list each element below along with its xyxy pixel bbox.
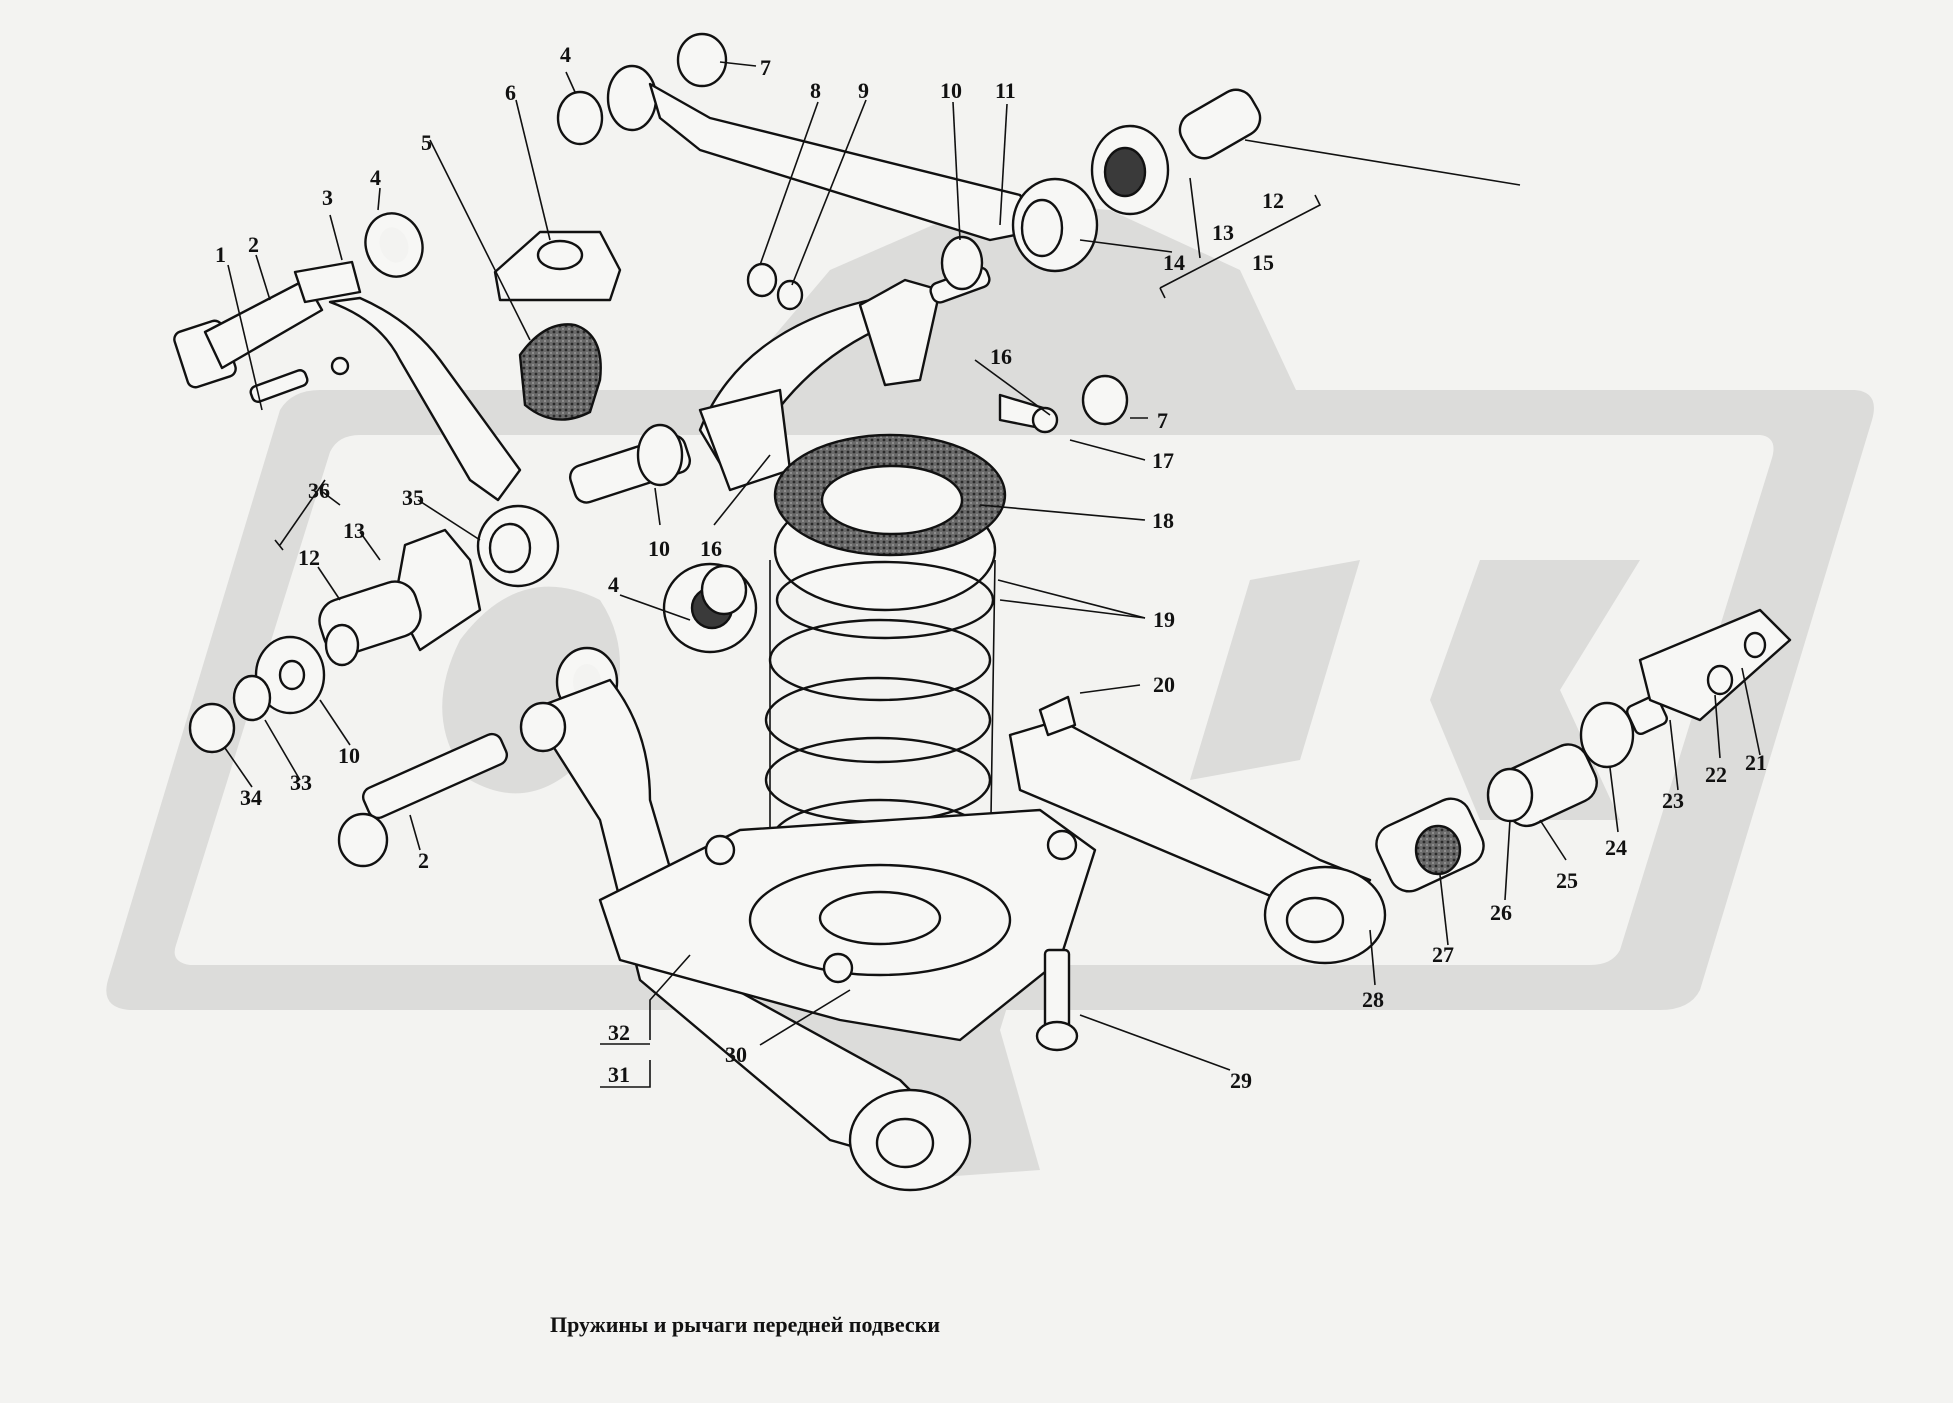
upper-control-arm [568,235,1129,504]
callout-10: 10 [338,743,360,768]
lower-spring-plate [598,808,1097,1042]
callout-33: 33 [290,770,312,795]
callout-13: 13 [1212,220,1234,245]
callout-2: 2 [418,848,429,873]
callout-24: 24 [1605,835,1627,860]
upper-arm-front-assembly [173,260,560,588]
upper-arm-rear-assembly [556,32,1262,311]
callout-36: 36 [308,478,330,503]
callout-35: 35 [402,485,424,510]
callout-14: 14 [1163,250,1185,275]
callout-18: 18 [1152,508,1174,533]
figure-caption: Пружины и рычаги передней подвески [549,1312,940,1337]
callout-28: 28 [1362,987,1384,1012]
lower-arm-front [519,562,972,1192]
callout-19: 19 [1153,607,1175,632]
callout-3: 3 [322,185,333,210]
callout-15: 15 [1252,250,1274,275]
callout-29: 29 [1230,1068,1252,1093]
bump-stop [518,323,602,421]
callout-10: 10 [940,78,962,103]
callout-20: 20 [1153,672,1175,697]
callout-31: 31 [608,1062,630,1087]
callout-1: 1 [215,242,226,267]
callout-27: 27 [1432,942,1454,967]
callout-21: 21 [1745,750,1767,775]
callout-23: 23 [1662,788,1684,813]
callout-34: 34 [240,785,262,810]
lower-arm-rear [1008,608,1792,965]
bump-stop-assembly [364,212,622,421]
callout-22: 22 [1705,762,1727,787]
callout-7: 7 [1157,408,1168,433]
callout-17: 17 [1152,448,1174,473]
spring-assembly [764,433,1007,882]
callout-2: 2 [248,232,259,257]
bolt-29 [1035,948,1079,1052]
callout-16: 16 [990,344,1012,369]
callout-12: 12 [298,545,320,570]
left-hardware [188,528,509,868]
callout-6: 6 [505,80,516,105]
callout-25: 25 [1556,868,1578,893]
callout-4: 4 [370,165,381,190]
callout-8: 8 [810,78,821,103]
callout-10: 10 [648,536,670,561]
callout-30: 30 [725,1042,747,1067]
callout-16: 16 [700,536,722,561]
leader-lines [224,61,1761,1088]
callout-9: 9 [858,78,869,103]
callout-7: 7 [760,55,771,80]
callout-12: 12 [1262,188,1284,213]
callout-32: 32 [608,1020,630,1045]
callout-11: 11 [995,78,1016,103]
callout-4: 4 [560,42,571,67]
callout-labels: 1 2 3 4 5 6 4 7 8 9 10 11 12 13 14 15 16… [215,42,1767,1093]
callout-4: 4 [608,572,619,597]
callout-26: 26 [1490,900,1512,925]
callout-13: 13 [343,518,365,543]
callout-5: 5 [421,130,432,155]
